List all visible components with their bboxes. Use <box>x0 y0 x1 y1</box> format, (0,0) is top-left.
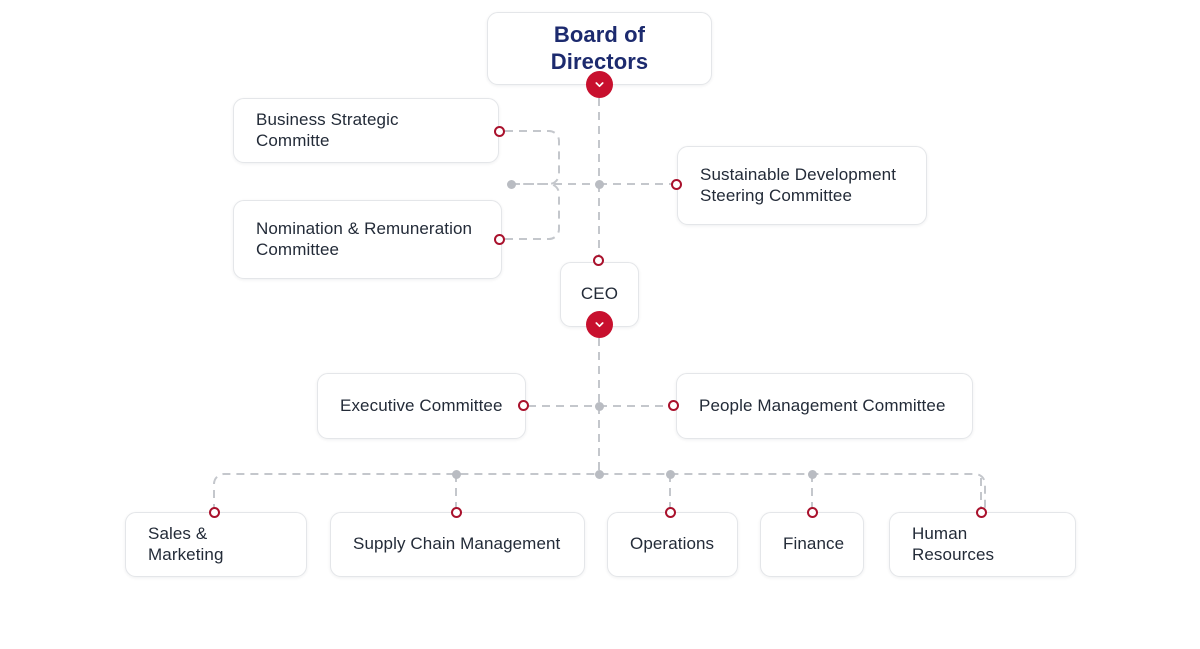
node-finance[interactable]: Finance <box>760 512 864 577</box>
node-people-management-committee[interactable]: People Management Committee <box>676 373 973 439</box>
junction-dot-finance <box>808 470 817 479</box>
node-label-finance: Finance <box>783 534 845 554</box>
node-label-operations: Operations <box>630 534 715 554</box>
node-operations[interactable]: Operations <box>607 512 738 577</box>
node-nomination-remuneration-committee[interactable]: Nomination & Remuneration Committee <box>233 200 502 279</box>
node-label-sdsc: Sustainable Development Steering Committ… <box>700 164 897 205</box>
node-human-resources[interactable]: Human Resources <box>889 512 1076 577</box>
connector-ring-sales <box>209 507 220 518</box>
node-label-board: Board of Directors <box>550 21 649 74</box>
junction-dot-level1-left <box>507 180 516 189</box>
node-ceo[interactable]: CEO <box>560 262 639 327</box>
connector-ring-hr <box>976 507 987 518</box>
chevron-down-icon <box>593 78 606 91</box>
junction-dot-level3-spine <box>595 402 604 411</box>
connector-ring-nrc <box>494 234 505 245</box>
node-label-hr: Human Resources <box>912 523 995 564</box>
node-label-supply: Supply Chain Management <box>353 534 561 554</box>
node-label-pmc: People Management Committee <box>699 395 946 415</box>
connector-ring-operations <box>665 507 676 518</box>
node-label-ceo: CEO <box>580 284 619 304</box>
connector-ring-sdsc <box>671 179 682 190</box>
node-executive-committee[interactable]: Executive Committee <box>317 373 526 439</box>
junction-dot-operations <box>666 470 675 479</box>
connector-ring-bsc <box>494 126 505 137</box>
board-collapse-toggle[interactable] <box>586 71 613 98</box>
junction-dot-level1-spine <box>595 180 604 189</box>
edge-bsc <box>505 130 560 185</box>
node-label-sales: Sales & Marketing <box>148 523 224 564</box>
node-sales-marketing[interactable]: Sales & Marketing <box>125 512 307 577</box>
connector-ring-pmc <box>668 400 679 411</box>
connector-ring-finance <box>807 507 818 518</box>
node-label-bsc: Business Strategic Committe <box>256 109 399 150</box>
node-label-nrc: Nomination & Remuneration Committee <box>256 218 473 259</box>
node-sustainable-development-steering-committee[interactable]: Sustainable Development Steering Committ… <box>677 146 927 225</box>
connector-ring-ceo-top <box>593 255 604 266</box>
connector-ring-supply <box>451 507 462 518</box>
node-business-strategic-committee[interactable]: Business Strategic Committe <box>233 98 499 163</box>
connector-ring-exco <box>518 400 529 411</box>
chevron-down-icon <box>593 318 606 331</box>
edge-nrc <box>505 183 560 240</box>
junction-dot-level4-spine <box>595 470 604 479</box>
edge-bus-level4 <box>213 473 986 512</box>
ceo-collapse-toggle[interactable] <box>586 311 613 338</box>
junction-dot-supply <box>452 470 461 479</box>
node-supply-chain-management[interactable]: Supply Chain Management <box>330 512 585 577</box>
node-label-exco: Executive Committee <box>340 395 503 415</box>
